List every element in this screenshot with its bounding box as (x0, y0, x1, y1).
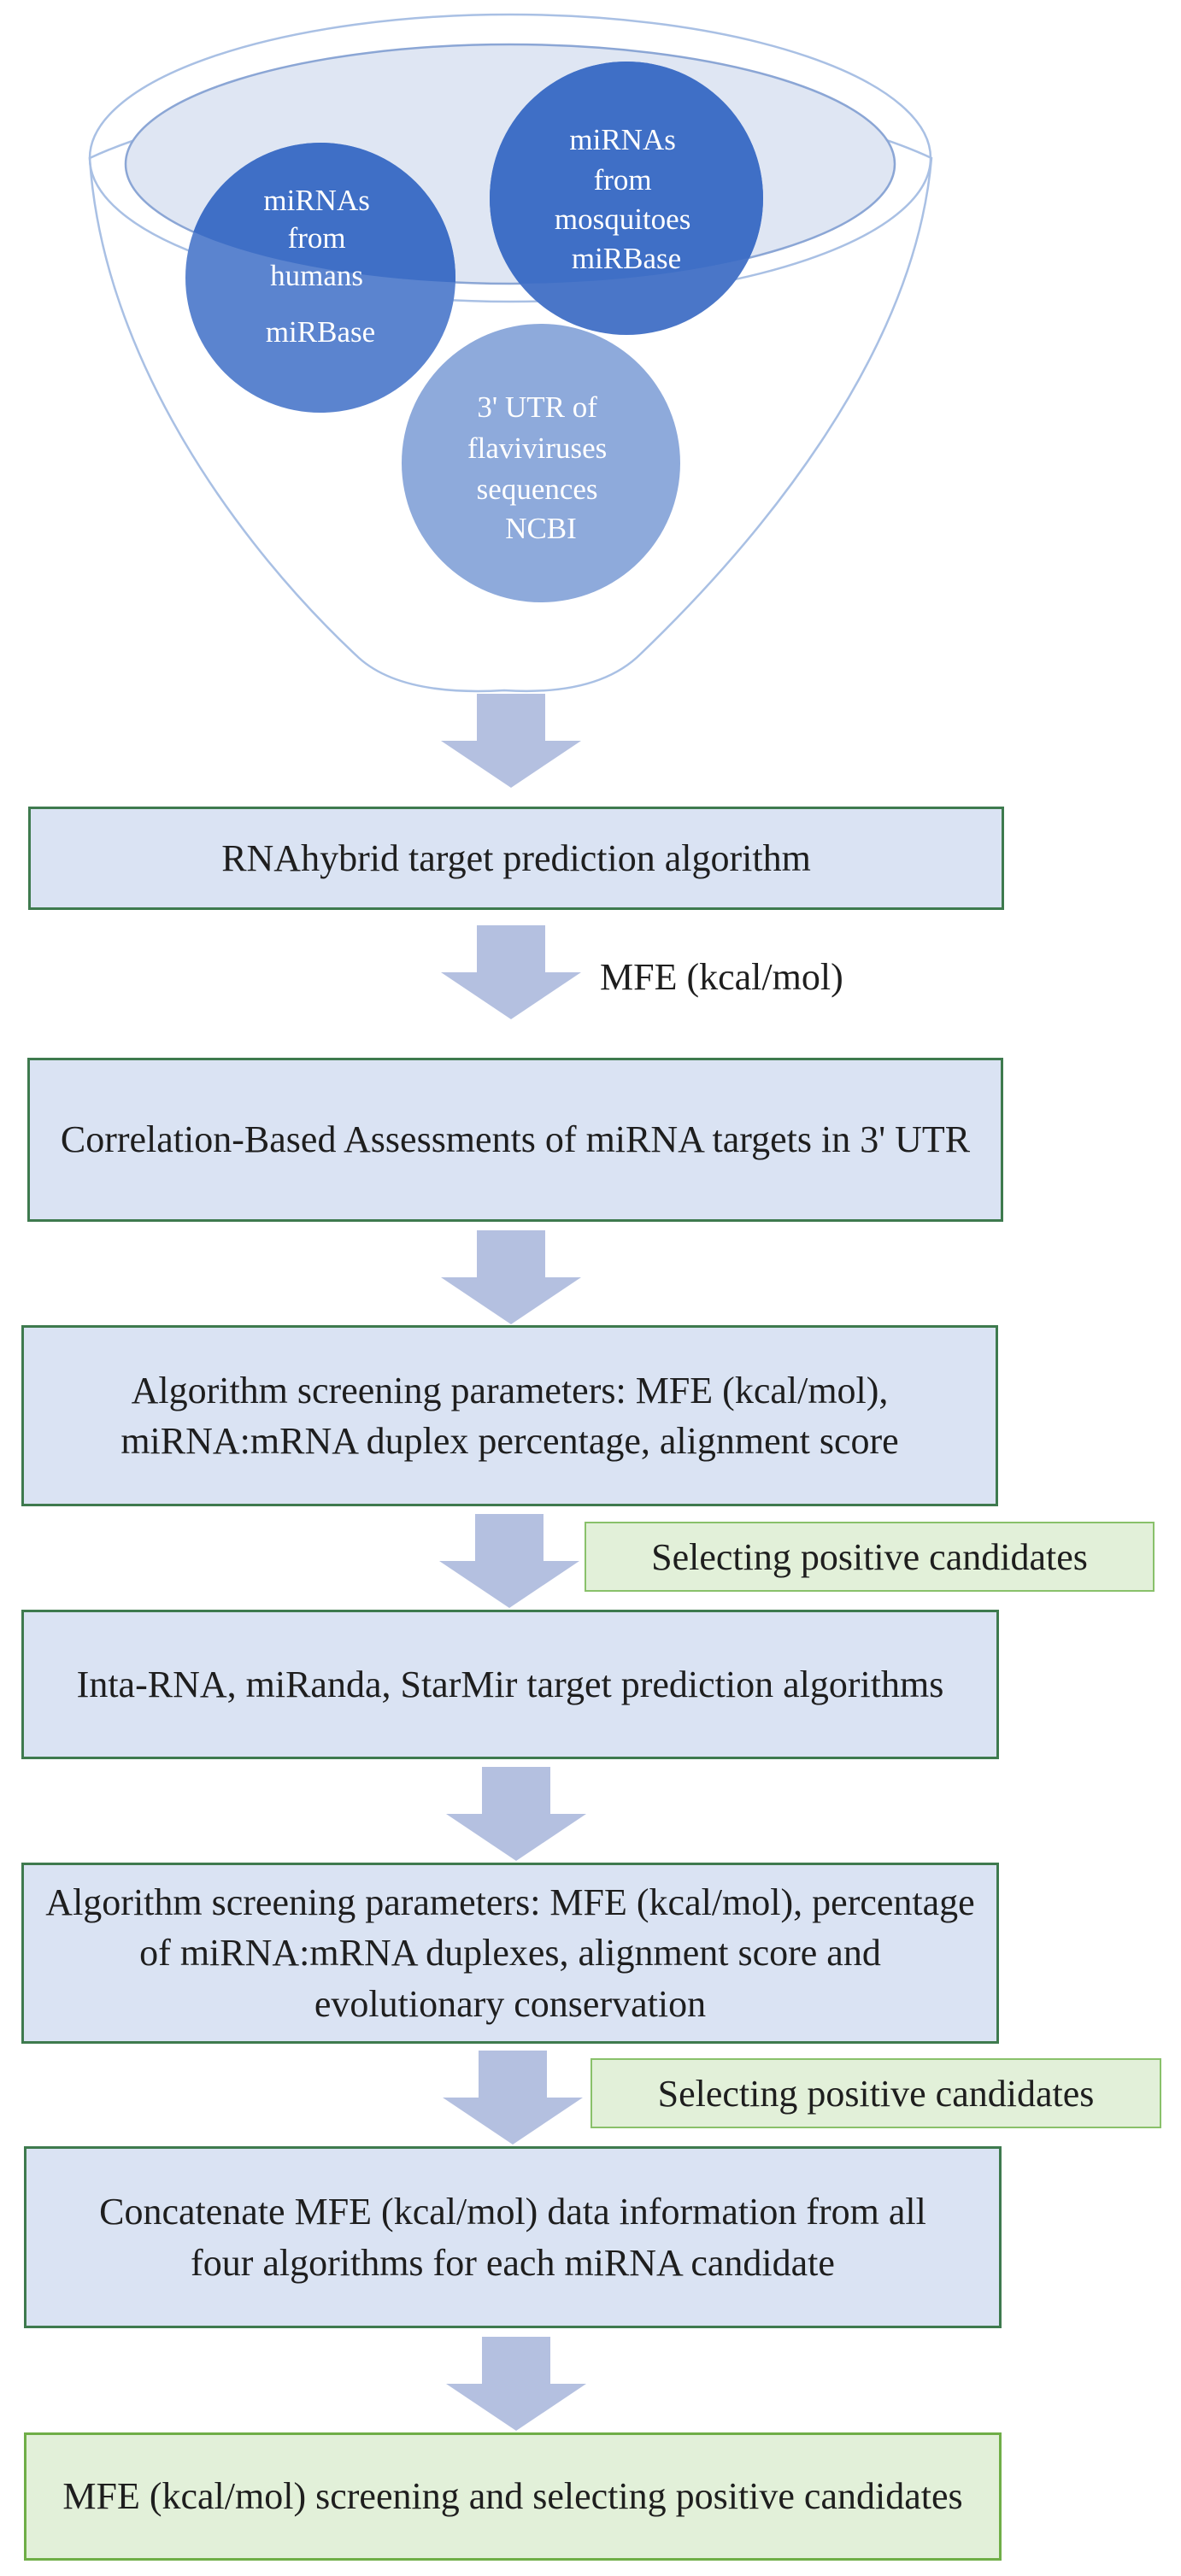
circle-mosquitoes-line-4: miRBase (572, 242, 681, 275)
step-screening-1-text: Algorithm screening parameters: MFE (kca… (120, 1369, 899, 1462)
arrow-2 (441, 925, 581, 1019)
step-rnahybrid-text: RNAhybrid target prediction algorithm (221, 836, 811, 879)
circle-flavivirus-line-2: flaviviruses (467, 431, 607, 465)
circle-flavivirus-line-1: 3' UTR of (477, 390, 597, 424)
circle-humans-line-3: humans (270, 259, 363, 292)
svg-text:3' UTR of flaviviruses: 3' UTR of flaviviruses sequences NCBI (467, 390, 614, 545)
step-screening-1: Algorithm screening parameters: MFE (kca… (21, 1325, 998, 1506)
circle-mosquitoes-line-2: from (594, 163, 652, 197)
circle-mosquitoes-line-1: miRNAs (569, 123, 675, 156)
mfe-annotation: MFE (kcal/mol) (600, 956, 843, 998)
step-concatenate: Concatenate MFE (kcal/mol) data informat… (24, 2146, 1002, 2328)
step-final-text: MFE (kcal/mol) screening and selecting p… (62, 2475, 963, 2518)
step-final: MFE (kcal/mol) screening and selecting p… (24, 2432, 1002, 2561)
funnel-rim-outer (88, 13, 932, 303)
circle-humans: miRNAs from humans miRBase (185, 143, 455, 413)
circle-flavivirus: 3' UTR of flaviviruses sequences NCBI (402, 324, 680, 602)
circle-humans-line-4: miRBase (266, 315, 375, 349)
circle-flavivirus-line-3: sequences (477, 472, 598, 506)
step-screening-2: Algorithm screening parameters: MFE (kca… (21, 1863, 999, 2044)
svg-text:miRNAs from mosqui: miRNAs from mosquitoes miRBase (555, 123, 698, 275)
step-rnahybrid: RNAhybrid target prediction algorithm (28, 807, 1004, 910)
step-screening-2-text: Algorithm screening parameters: MFE (kca… (45, 1881, 975, 2025)
arrow-4 (439, 1514, 579, 1608)
input-funnel: miRNAs from humans miRBase miRNAs from m… (88, 13, 933, 693)
step-concatenate-text: Concatenate MFE (kcal/mol) data informat… (99, 2191, 926, 2284)
arrow-5 (446, 1767, 586, 1861)
circle-mosquitoes-line-3: mosquitoes (555, 202, 690, 236)
selecting-positive-candidates-2: Selecting positive candidates (590, 2058, 1161, 2128)
step-correlation: Correlation-Based Assessments of miRNA t… (27, 1058, 1003, 1222)
svg-text:miRNAs from humans: miRNAs from humans miRBase (263, 184, 377, 349)
step-correlation-text: Correlation-Based Assessments of miRNA t… (60, 1118, 971, 1161)
arrow-1 (441, 694, 581, 788)
arrow-6 (443, 2051, 583, 2145)
circle-humans-line-1: miRNAs (263, 184, 369, 217)
circle-flavivirus-line-4: NCBI (505, 512, 577, 545)
step-algorithms: Inta-RNA, miRanda, StarMir target predic… (21, 1610, 999, 1759)
circle-humans-line-2: from (288, 221, 346, 255)
arrow-7 (446, 2337, 586, 2431)
selecting-positive-candidates-1: Selecting positive candidates (585, 1522, 1155, 1592)
step-algorithms-text: Inta-RNA, miRanda, StarMir target predic… (76, 1663, 944, 1705)
circle-mosquitoes: miRNAs from mosquitoes miRBase (490, 62, 763, 335)
arrow-3 (441, 1230, 581, 1324)
